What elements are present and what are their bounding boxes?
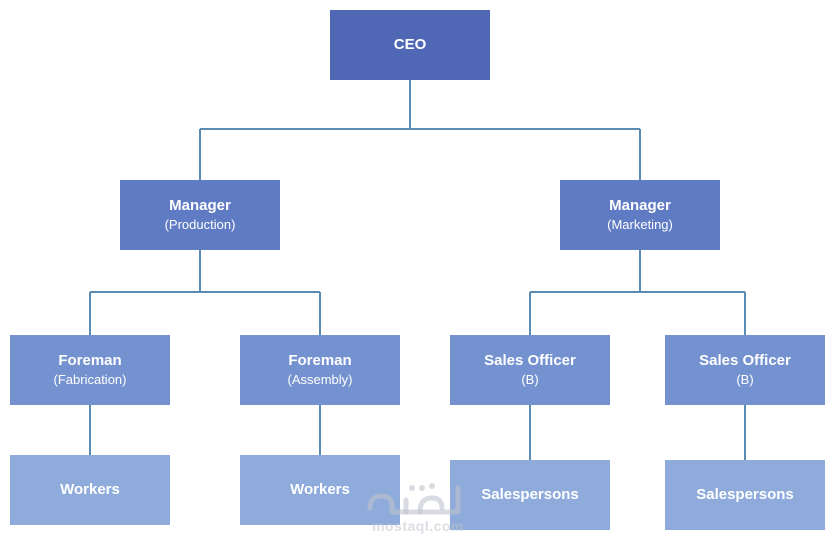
node-sales-officer-1-title: Sales Officer [484, 352, 576, 370]
node-foreman-assembly-title: Foreman [288, 352, 352, 370]
node-sales-officer-2-sub: (B) [736, 372, 754, 388]
node-foreman-assembly: Foreman (Assembly) [240, 335, 400, 405]
node-salespersons-1: Salespersons [450, 460, 610, 530]
node-manager-marketing-sub: (Marketing) [607, 217, 673, 233]
node-manager-marketing: Manager (Marketing) [560, 180, 720, 250]
node-salespersons-1-title: Salespersons [481, 486, 579, 503]
mostaql-logo-icon [367, 483, 461, 515]
node-workers-1-title: Workers [60, 481, 120, 498]
node-manager-production: Manager (Production) [120, 180, 280, 250]
node-sales-officer-2-title: Sales Officer [699, 352, 791, 370]
node-salespersons-2: Salespersons [665, 460, 825, 530]
watermark: mostaql.com [362, 478, 472, 540]
node-ceo: CEO [330, 10, 490, 80]
node-foreman-fabrication-sub: (Fabrication) [53, 372, 127, 388]
node-sales-officer-1: Sales Officer (B) [450, 335, 610, 405]
node-workers-2: Workers [240, 455, 400, 525]
node-ceo-title: CEO [393, 36, 427, 53]
node-sales-officer-2: Sales Officer (B) [665, 335, 825, 405]
node-workers-1: Workers [10, 455, 170, 525]
node-manager-production-sub: (Production) [164, 217, 236, 233]
node-salespersons-2-title: Salespersons [696, 486, 794, 503]
node-sales-officer-1-sub: (B) [521, 372, 539, 388]
node-manager-production-title: Manager [169, 197, 231, 215]
watermark-text: mostaql.com [372, 518, 464, 534]
node-workers-2-title: Workers [290, 481, 350, 498]
node-foreman-fabrication: Foreman (Fabrication) [10, 335, 170, 405]
node-foreman-assembly-sub: (Assembly) [287, 372, 353, 388]
node-foreman-fabrication-title: Foreman [58, 352, 122, 370]
node-manager-marketing-title: Manager [609, 197, 671, 215]
